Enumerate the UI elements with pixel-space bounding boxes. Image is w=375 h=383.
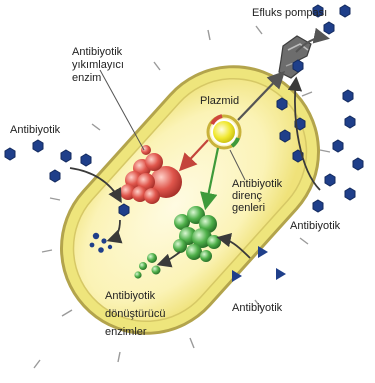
- modifying-enzyme-label-line2: dönüştürücü: [105, 308, 166, 320]
- degrading-enzyme-label-line2: yıkımlayıcı: [72, 59, 124, 71]
- modifying-enzyme-label-line3: enzimler: [105, 326, 147, 338]
- plasmid-label: Plazmid: [200, 95, 239, 107]
- antibiotic-left-label: Antibiyotik: [10, 124, 61, 136]
- resistance-genes-label-line3: genleri: [232, 202, 265, 214]
- plasmid: [208, 116, 240, 148]
- antibiotic-bottom-label: Antibiyotik: [232, 302, 283, 314]
- resistance-genes-label-line1: Antibiyotik: [232, 178, 283, 190]
- modifying-enzyme-label-line1: Antibiyotik: [105, 290, 156, 302]
- resistance-genes-label-line2: direnç: [232, 190, 262, 202]
- antibiotic-right-label: Antibiyotik: [290, 220, 341, 232]
- degrading-enzyme-label-line1: Antibiyotik: [72, 46, 123, 58]
- degrading-enzyme-label-line3: enzim: [72, 72, 101, 84]
- efflux-pump-label: Efluks pompası: [252, 7, 327, 19]
